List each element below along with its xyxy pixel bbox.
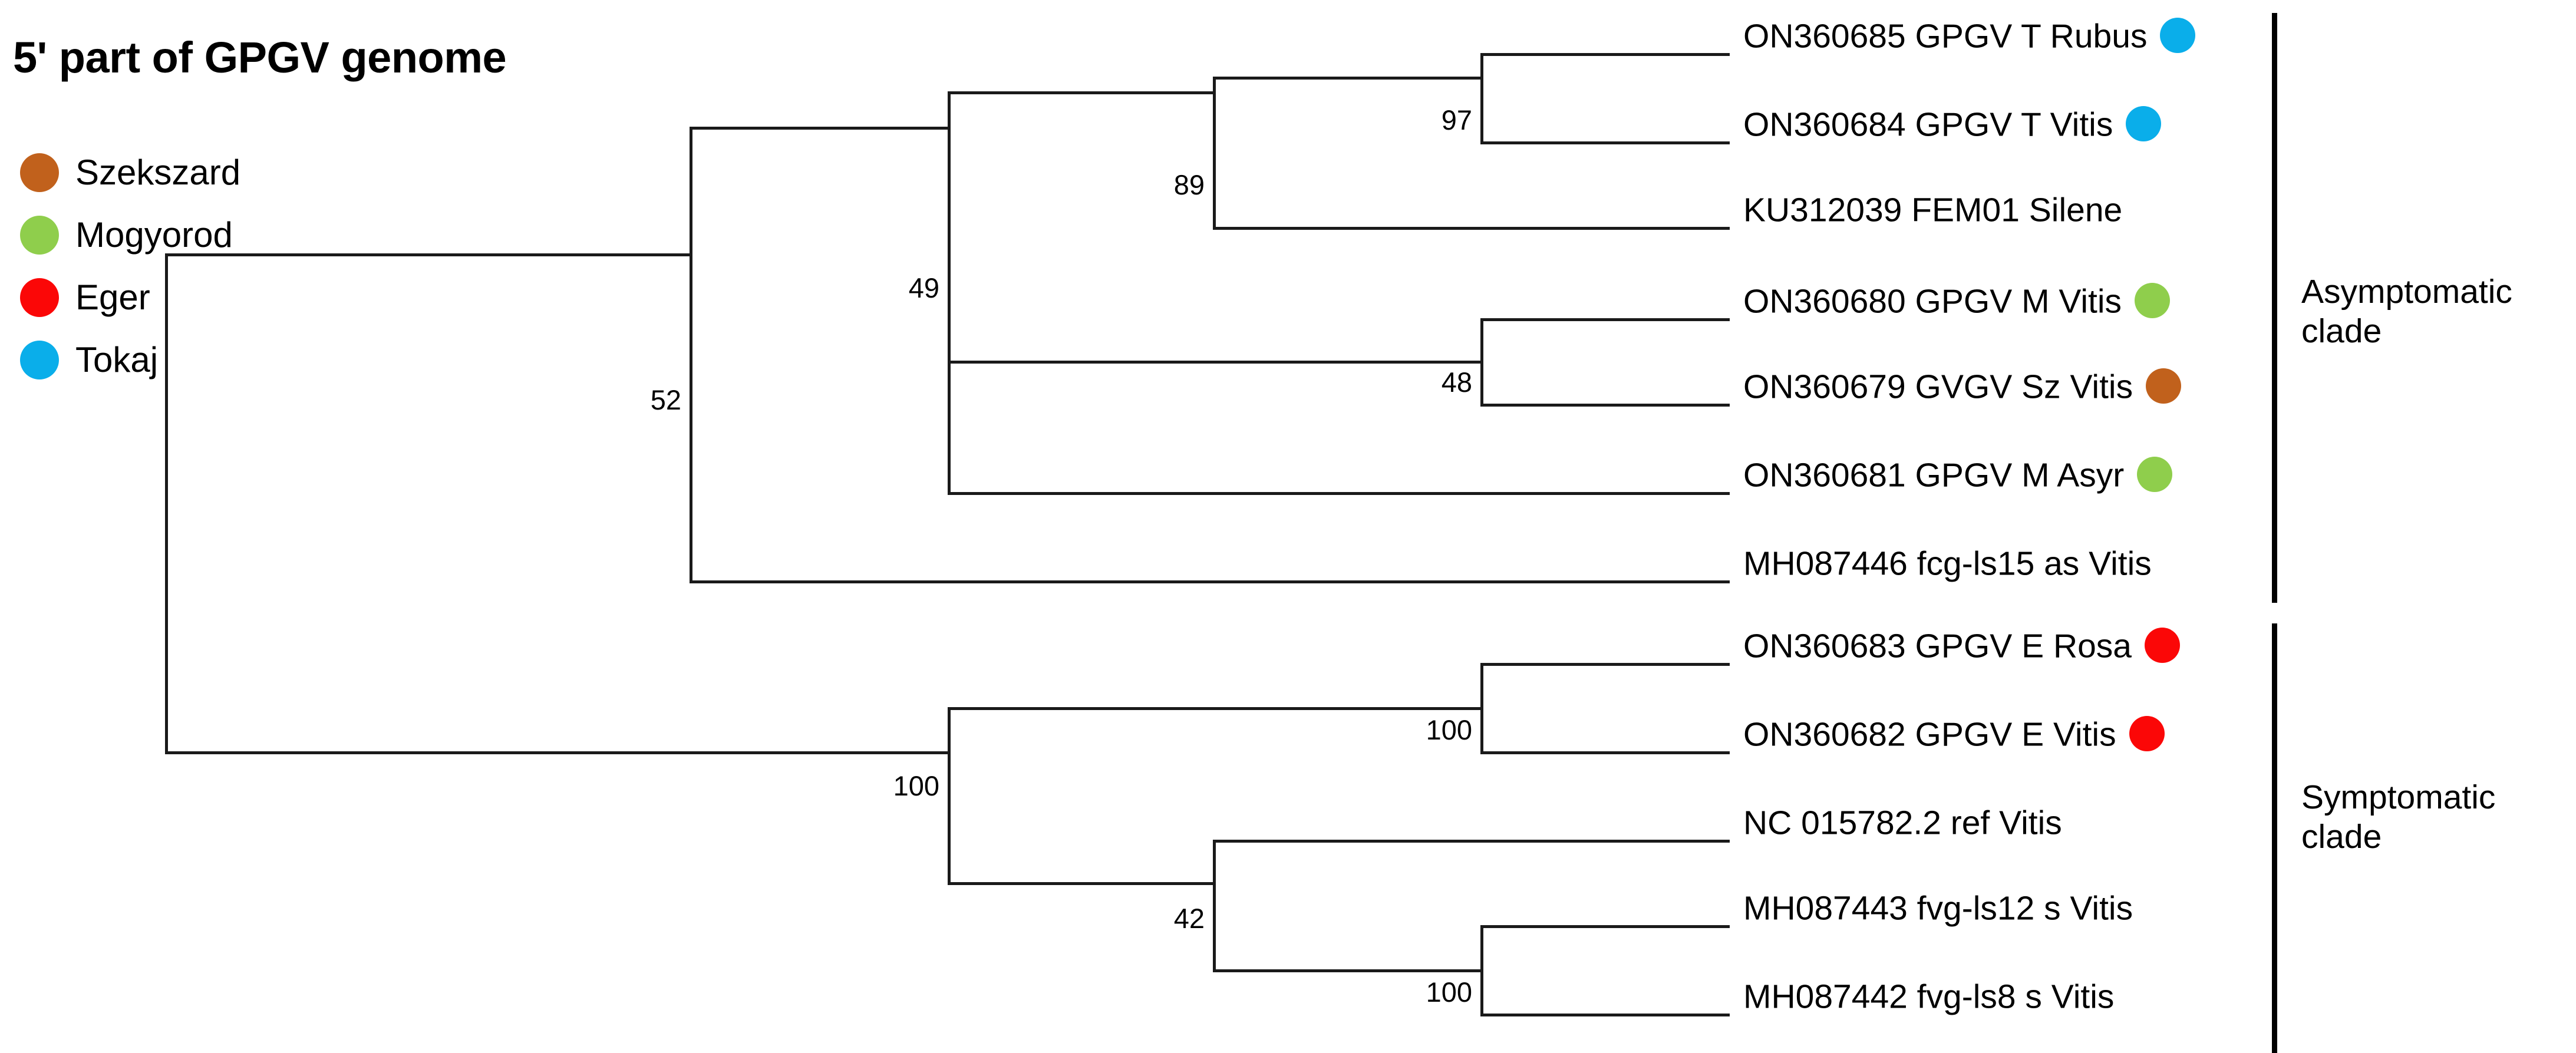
clade-label-symptomatic: Symptomatic clade [2301,778,2496,856]
branch-tip-mh087443 [1480,925,1730,928]
branch-tip-on360684 [1480,141,1730,144]
branch-to-node-52 [165,253,690,256]
branch-tip-on360681 [948,492,1730,495]
branch-tip-on360679 [1480,404,1730,407]
support-value-100-eger: 100 [1426,714,1472,745]
tip-color-dot-mogyorod [2137,457,2173,492]
tip-label: MH087442 fvg-ls8 s Vitis [1743,978,2115,1015]
legend-color-dot-szekszard [20,153,59,192]
tip-label: ON360682 GPGV E Vitis [1743,715,2116,753]
branch-symptomatic-root-vertical [948,707,951,882]
legend-label-eger: Eger [75,278,150,317]
branch-to-node-48 [948,361,1480,364]
branch-tip-on360685 [1480,53,1730,56]
support-value-52: 52 [650,384,681,415]
branch-tip-mh087442 [1480,1014,1730,1016]
branch-to-node-100-fvg [1213,969,1480,972]
tip-label: MH087446 fcg-ls15 as Vitis [1743,544,2152,582]
branch-tip-on360680 [1480,318,1730,321]
clade-label-asymptomatic: Asymptomatic clade [2301,273,2512,351]
branch-node-97-vertical [1480,53,1483,141]
tip-color-dot-tokaj [2126,106,2162,141]
legend-color-dot-mogyorod [20,216,59,255]
tip-color-dot-eger [2129,716,2165,751]
tip-label: ON360685 GPGV T Rubus [1743,17,2148,55]
legend-item-eger: Eger [20,266,240,329]
branch-to-node-100-eger [948,707,1480,710]
branch-to-node-49 [690,127,948,130]
support-value-42: 42 [1173,903,1205,934]
legend-color-dot-eger [20,278,59,317]
support-value-89: 89 [1173,169,1205,200]
legend-label-tokaj: Tokaj [75,340,159,379]
branch-to-node-89 [948,91,1213,94]
branch-to-node-42 [948,882,1213,885]
tip-label: MH087443 fvg-ls12 s Vitis [1743,889,2133,927]
legend-color-dot-tokaj [20,341,59,379]
branch-root-vertical [165,253,168,751]
clade-bracket-asymptomatic [2272,13,2277,603]
branch-tip-ku312039 [1213,227,1730,230]
legend-item-mogyorod: Mogyorod [20,204,240,266]
branch-to-node-97 [1213,77,1480,80]
tip-color-dot-mogyorod [2135,283,2171,318]
branch-to-symptomatic-root [165,751,948,754]
clade-bracket-symptomatic [2272,623,2277,1053]
support-value-49: 49 [908,272,939,303]
legend: Szekszard Mogyorod Eger Tokaj [20,141,240,391]
branch-node-100-fvg-vertical [1480,925,1483,1014]
tip-label: ON360679 GVGV Sz Vitis [1743,368,2133,405]
legend-item-szekszard: Szekszard [20,141,240,204]
branch-node-48-vertical [1480,318,1483,404]
tip-label: ON360681 GPGV M Asyr [1743,456,2125,494]
tip-label: NC 015782.2 ref Vitis [1743,804,2062,841]
tip-label: KU312039 FEM01 Silene [1743,191,2123,229]
support-value-100-symptomatic-root: 100 [893,770,939,801]
branch-node-100-eger-vertical [1480,663,1483,751]
tip-color-dot-tokaj [2160,18,2196,53]
branch-tip-nc015782 [1213,840,1730,843]
support-value-48: 48 [1441,367,1472,398]
tip-color-dot-szekszard [2146,368,2182,404]
branch-tip-on360682 [1480,751,1730,754]
support-value-100-fvg: 100 [1426,976,1472,1008]
branch-tip-mh087446 [690,580,1730,583]
branch-tip-on360683 [1480,663,1730,666]
tip-label: ON360680 GPGV M Vitis [1743,282,2122,320]
tip-label: ON360684 GPGV T Vitis [1743,105,2113,143]
branch-node-89-vertical [1213,77,1216,227]
legend-label-mogyorod: Mogyorod [75,215,233,255]
page-title: 5' part of GPGV genome [13,33,507,82]
legend-label-szekszard: Szekszard [75,153,241,192]
legend-item-tokaj: Tokaj [20,329,240,391]
branch-node-49-vertical [948,91,951,492]
branch-node-42-vertical [1213,840,1216,969]
support-value-97: 97 [1441,104,1472,136]
branch-node-52-vertical [690,127,692,580]
tip-color-dot-eger [2145,628,2181,663]
tip-label: ON360683 GPGV E Rosa [1743,627,2132,665]
